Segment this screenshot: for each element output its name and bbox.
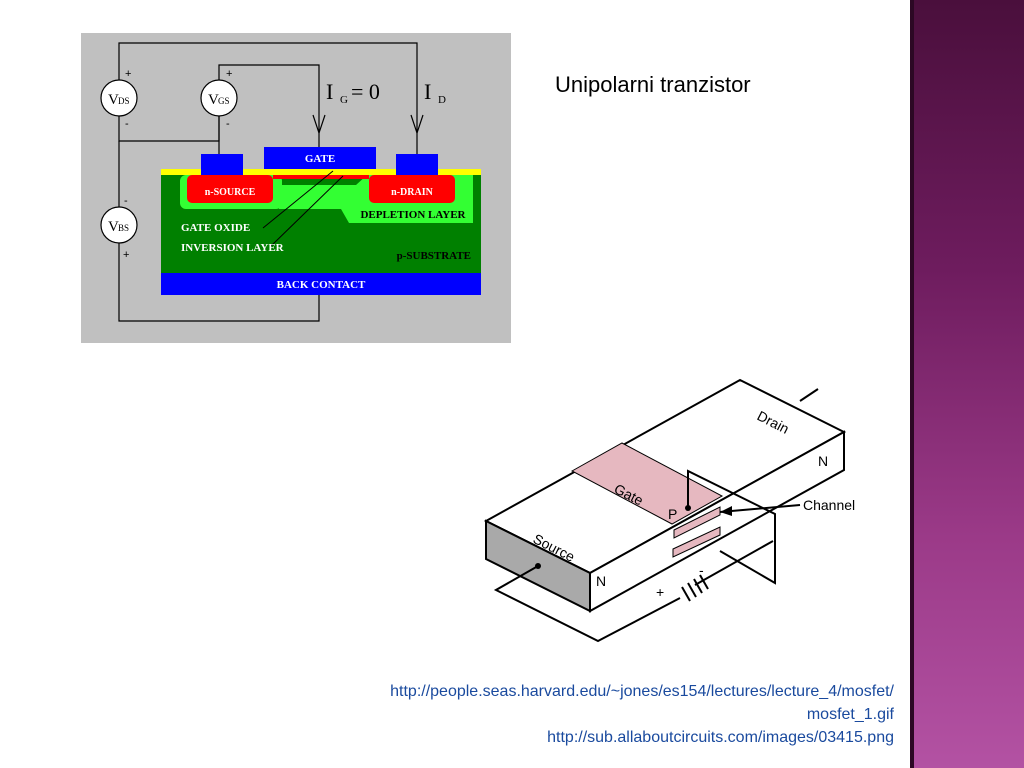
svg-text:I: I [326, 79, 333, 104]
block-front-face [589, 430, 845, 613]
svg-text:-: - [124, 195, 128, 207]
svg-text:D: D [438, 94, 446, 106]
p-substrate-label: p-SUBSTRATE [397, 250, 471, 262]
gate-current-label: I G = 0 [326, 79, 380, 106]
inversion-layer-label: INVERSION LAYER [181, 242, 285, 254]
svg-text:= 0: = 0 [351, 79, 380, 104]
svg-text:BS: BS [118, 223, 129, 233]
gate-oxide-label: GATE OXIDE [181, 222, 250, 234]
n-drain-region [369, 175, 455, 203]
svg-text:+: + [125, 68, 131, 80]
battery-plus-label: + [656, 584, 664, 600]
n-label-bottom: N [596, 573, 606, 589]
svg-text:GS: GS [218, 96, 230, 106]
gate-oxide-layer [161, 169, 481, 175]
svg-text:V: V [108, 92, 119, 108]
channel-label: Channel [803, 497, 855, 513]
gate-label: GATE [305, 153, 335, 165]
p-label: P [668, 506, 677, 522]
decorative-side-band [910, 0, 1024, 768]
source-terminal-dot [535, 563, 541, 569]
gate-terminal-dot [685, 505, 691, 511]
svg-text:V: V [208, 92, 219, 108]
svg-text:-: - [125, 118, 129, 130]
n-source-region [187, 175, 273, 203]
svg-text:+: + [226, 68, 232, 80]
channel-strip-front [672, 526, 721, 558]
inversion-layer-pointer [270, 175, 344, 247]
source-link-harvard-file[interactable]: mosfet_1.gif [806, 706, 894, 723]
svg-text:I: I [424, 79, 431, 104]
back-contact-region [161, 273, 481, 295]
mosfet-3d-diagram: Drain Source Gate P N N Channel + - [483, 378, 855, 643]
back-contact-label: BACK CONTACT [277, 279, 366, 291]
depletion-layer-label: DEPLETION LAYER [360, 209, 466, 221]
source-links: http://people.seas.harvard.edu/~jones/es… [194, 680, 894, 749]
svg-text:DS: DS [118, 96, 130, 106]
channel-strip-back [673, 506, 721, 539]
side-band-divider [910, 0, 914, 768]
slide-title: Unipolarni tranzistor [555, 72, 751, 97]
vgs-meter: V GS + - [200, 68, 238, 130]
svg-text:-: - [226, 118, 230, 130]
circuit-wires-3d [493, 388, 819, 643]
source-link-harvard[interactable]: http://people.seas.harvard.edu/~jones/es… [390, 683, 894, 700]
vds-meter: V DS + - [100, 68, 138, 130]
source-contact [201, 154, 243, 175]
channel-pointer-arrow [720, 506, 732, 516]
n-source-label: n-SOURCE [205, 187, 256, 198]
gate-oxide-pointer [262, 170, 334, 229]
n-label-top: N [818, 453, 828, 469]
svg-text:+: + [123, 249, 129, 261]
battery-minus-label: - [699, 562, 704, 578]
gate-contact [264, 147, 376, 169]
svg-text:G: G [340, 94, 348, 106]
mosfet-cross-section-diagram: V DS + - V GS + - V BS - + I G = 0 I D [81, 33, 511, 343]
gate-region [570, 442, 724, 525]
drain-current-label: I D [424, 79, 446, 106]
drain-contact [396, 154, 438, 175]
inversion-channel [273, 175, 369, 179]
source-link-allaboutcircuits[interactable]: http://sub.allaboutcircuits.com/images/0… [547, 729, 894, 746]
n-drain-label: n-DRAIN [391, 187, 433, 198]
svg-text:V: V [108, 219, 119, 235]
vbs-meter: V BS - + [100, 195, 138, 261]
circuit-wires [118, 42, 424, 322]
